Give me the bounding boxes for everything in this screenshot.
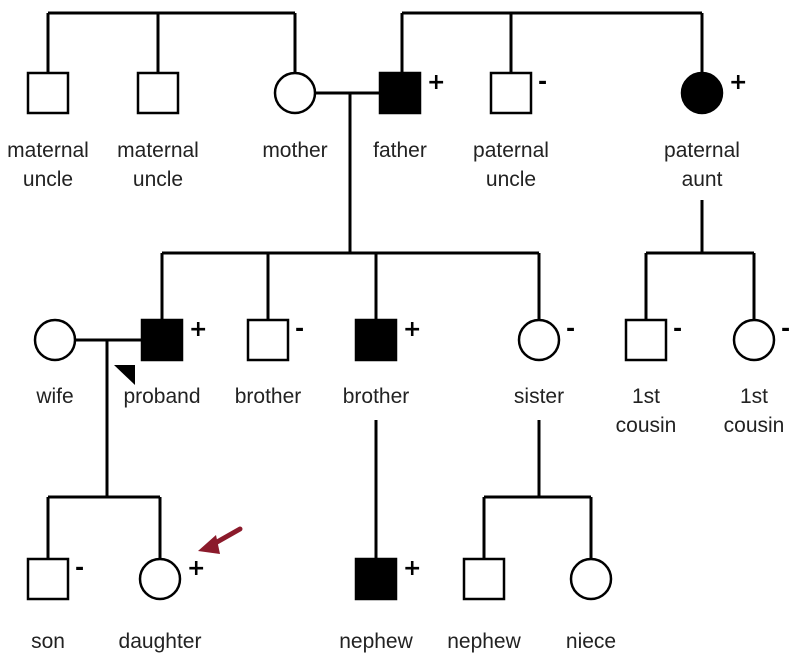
- member-label: uncle: [133, 168, 183, 191]
- member-label: wife: [35, 385, 73, 408]
- member-label: father: [373, 139, 427, 162]
- test-status-sign: -: [75, 556, 84, 581]
- member-proband: + proband: [114, 317, 207, 408]
- test-status-sign: +: [189, 317, 207, 342]
- member-nephew-2: nephew: [447, 557, 522, 653]
- male-square-symbol: [26, 557, 70, 601]
- member-label: cousin: [616, 414, 677, 437]
- member-label: son: [31, 630, 65, 653]
- female-circle-symbol: [138, 557, 182, 601]
- member-daughter: + daughter: [119, 526, 243, 653]
- member-label: maternal: [117, 139, 199, 162]
- member-label: nephew: [339, 630, 413, 653]
- male-square-symbol: [354, 557, 398, 601]
- test-status-sign: +: [729, 70, 747, 95]
- family-members: maternal uncle maternal uncle mother + father -…: [7, 70, 790, 653]
- member-niece: niece: [566, 557, 616, 653]
- member-mother: mother: [262, 71, 328, 162]
- arrow-head-icon: [198, 535, 220, 554]
- test-status-sign: -: [538, 70, 547, 95]
- member-label: brother: [343, 385, 410, 408]
- member-paternal-aunt: + paternal aunt: [664, 70, 747, 191]
- male-square-symbol: [624, 318, 668, 362]
- member-father: + father: [373, 70, 445, 162]
- member-label: 1st: [740, 385, 768, 408]
- member-label: paternal: [473, 139, 549, 162]
- member-label: brother: [235, 385, 302, 408]
- male-square-symbol: [489, 71, 533, 115]
- test-status-sign: -: [295, 317, 304, 342]
- member-sister: - sister: [514, 317, 575, 408]
- member-cousin-1: - 1st cousin: [616, 317, 682, 437]
- member-brother-2: + brother: [343, 317, 422, 408]
- member-label: niece: [566, 630, 616, 653]
- test-status-sign: -: [673, 317, 682, 342]
- member-label: cousin: [724, 414, 785, 437]
- test-status-sign: +: [403, 317, 421, 342]
- member-label: uncle: [23, 168, 73, 191]
- member-cousin-2: - 1st cousin: [724, 317, 790, 437]
- member-paternal-uncle: - paternal uncle: [473, 70, 549, 191]
- female-circle-symbol: [517, 318, 561, 362]
- relationship-lines: [46, 11, 756, 559]
- male-square-symbol: [26, 71, 70, 115]
- member-maternal-uncle-1: maternal uncle: [7, 71, 89, 191]
- member-label: nephew: [447, 630, 521, 653]
- member-nephew-1: + nephew: [339, 556, 421, 653]
- female-circle-symbol: [732, 318, 776, 362]
- test-status-sign: -: [566, 317, 575, 342]
- member-label: 1st: [632, 385, 660, 408]
- member-wife: wife: [33, 318, 77, 408]
- member-label: aunt: [682, 168, 723, 191]
- test-status-sign: +: [187, 556, 205, 581]
- member-label: paternal: [664, 139, 740, 162]
- female-circle-symbol: [569, 557, 613, 601]
- male-square-symbol: [354, 318, 398, 362]
- test-status-sign: +: [427, 70, 445, 95]
- proband-marker-icon: [114, 365, 135, 385]
- member-label: sister: [514, 385, 564, 408]
- male-square-symbol: [140, 318, 184, 362]
- member-brother-1: - brother: [235, 317, 304, 408]
- male-square-symbol: [136, 71, 180, 115]
- male-square-symbol: [378, 71, 422, 115]
- member-label: proband: [123, 385, 200, 408]
- test-status-sign: +: [403, 556, 421, 581]
- test-status-sign: -: [781, 317, 790, 342]
- male-square-symbol: [246, 318, 290, 362]
- female-circle-symbol: [33, 318, 77, 362]
- member-label: maternal: [7, 139, 89, 162]
- member-son: - son: [26, 556, 84, 653]
- member-label: daughter: [119, 630, 202, 653]
- member-label: mother: [262, 139, 327, 162]
- female-circle-symbol: [273, 71, 317, 115]
- female-circle-symbol: [680, 71, 724, 115]
- male-square-symbol: [462, 557, 506, 601]
- member-label: uncle: [486, 168, 536, 191]
- member-maternal-uncle-2: maternal uncle: [117, 71, 199, 191]
